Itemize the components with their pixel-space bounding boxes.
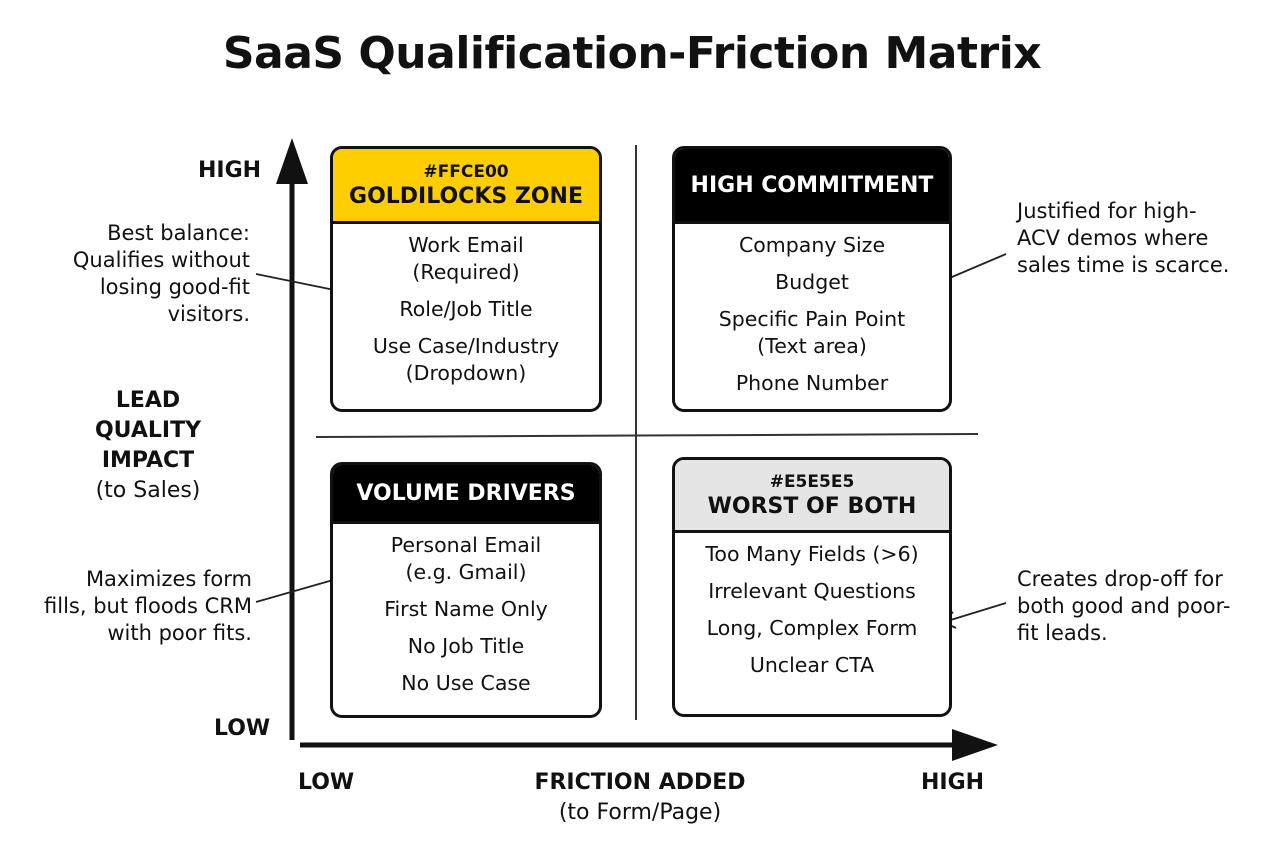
high-commitment-title: HIGH COMMITMENT	[690, 172, 934, 198]
list-item: Work Email (Required)	[408, 233, 524, 284]
list-item: Too Many Fields (>6)	[705, 542, 919, 566]
quadrant-volume-drivers: VOLUME DRIVERS Personal Email (e.g. Gmai…	[330, 462, 602, 718]
list-item: Personal Email (e.g. Gmail)	[390, 533, 542, 584]
list-item: Specific Pain Point (Text area)	[718, 307, 906, 358]
high-commitment-items: Company Size Budget Specific Pain Point …	[675, 224, 949, 397]
y-axis-title-text: LEAD QUALITY IMPACT	[94, 388, 202, 473]
high-commitment-header: HIGH COMMITMENT	[675, 149, 949, 224]
list-item: Role/Job Title	[399, 297, 533, 321]
x-axis-title: FRICTION ADDED (to Form/Page)	[500, 768, 780, 828]
list-item: Irrelevant Questions	[708, 579, 916, 603]
high-commitment-note: Justified for high-ACV demos where sales…	[1017, 199, 1230, 277]
y-axis-arrowhead	[276, 138, 308, 184]
list-item: Use Case/Industry (Dropdown)	[372, 334, 560, 385]
y-axis-subtitle: (to Sales)	[95, 478, 201, 503]
goldilocks-items: Work Email (Required) Role/Job Title Use…	[333, 224, 599, 387]
goldilocks-note: Best balance: Qualifies without losing g…	[72, 221, 250, 326]
worst-of-both-note: Creates drop-off for both good and poor-…	[1017, 567, 1231, 645]
x-axis-arrowhead	[952, 729, 998, 761]
list-item: Company Size	[738, 233, 886, 257]
y-axis-low-label: LOW	[214, 716, 271, 741]
list-item: No Use Case	[401, 671, 531, 695]
x-axis-subtitle: (to Form/Page)	[558, 800, 722, 825]
list-item: Unclear CTA	[749, 653, 875, 677]
worst-of-both-hex-label: #E5E5E5	[769, 471, 855, 492]
volume-drivers-items: Personal Email (e.g. Gmail) First Name O…	[333, 524, 599, 697]
page-title: SaaS Qualification-Friction Matrix	[222, 28, 1042, 79]
list-item: Long, Complex Form	[706, 616, 918, 640]
x-axis-low-label: LOW	[298, 770, 355, 795]
goldilocks-header: #FFCE00 GOLDILOCKS ZONE	[333, 149, 599, 224]
list-item: No Job Title	[407, 634, 525, 658]
volume-drivers-title: VOLUME DRIVERS	[356, 480, 576, 506]
y-axis-title: LEAD QUALITY IMPACT (to Sales)	[60, 386, 236, 506]
list-item: Budget	[775, 270, 849, 294]
quadrant-goldilocks-zone: #FFCE00 GOLDILOCKS ZONE Work Email (Requ…	[330, 146, 602, 412]
worst-of-both-title: WORST OF BOTH	[707, 493, 917, 519]
volume-drivers-header: VOLUME DRIVERS	[333, 465, 599, 524]
goldilocks-title: GOLDILOCKS ZONE	[349, 183, 583, 209]
worst-of-both-items: Too Many Fields (>6) Irrelevant Question…	[675, 533, 949, 679]
list-item: Phone Number	[735, 371, 889, 395]
quadrant-worst-of-both: #E5E5E5 WORST OF BOTH Too Many Fields (>…	[672, 457, 952, 717]
x-axis-high-label: HIGH	[921, 770, 985, 795]
x-axis-title-text: FRICTION ADDED	[534, 770, 746, 795]
list-item: First Name Only	[384, 597, 548, 621]
quadrant-high-commitment: HIGH COMMITMENT Company Size Budget Spec…	[672, 146, 952, 412]
y-axis-high-label: HIGH	[198, 158, 262, 183]
worst-of-both-note-arrow	[943, 602, 1007, 623]
volume-drivers-note: Maximizes form fills, but floods CRM wit…	[44, 567, 252, 645]
horizontal-divider	[315, 433, 979, 438]
goldilocks-hex-label: #FFCE00	[423, 161, 509, 182]
worst-of-both-header: #E5E5E5 WORST OF BOTH	[675, 460, 949, 533]
